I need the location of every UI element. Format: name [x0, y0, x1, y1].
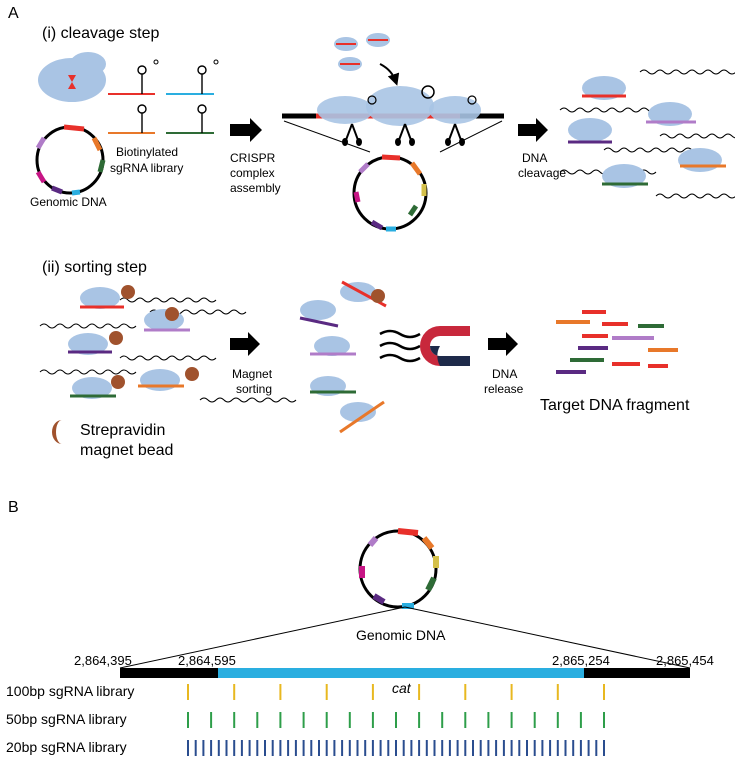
- coord-gene-start: 2,864,595: [178, 653, 236, 668]
- free-complexes: [334, 33, 400, 86]
- bead-label-1: Strepravidin: [80, 422, 165, 439]
- cleaved-dna-strand: [199, 397, 297, 403]
- library-label-1: Biotinylated: [116, 145, 178, 159]
- magnet-label-1: Magnet: [232, 367, 273, 381]
- assembly-label-1: CRISPR: [230, 151, 276, 165]
- arrow-magnet-sorting: [230, 332, 260, 356]
- panel-a-letter: A: [8, 5, 19, 22]
- assembly-label-3: assembly: [230, 181, 281, 195]
- cleaved-dna-strand: [655, 193, 735, 199]
- coord-end: 2,865,454: [656, 653, 714, 668]
- cleaved-dna-strand: [39, 323, 137, 329]
- ticks-50bp: [187, 712, 605, 728]
- gene-label: cat: [392, 680, 412, 696]
- cleavage-label-2: cleavage: [518, 166, 566, 180]
- cleaved-dna-strand: [119, 355, 217, 361]
- cleaved-dna-strand: [659, 133, 735, 139]
- crispr-complex-assembly: [282, 85, 504, 153]
- cleaved-dna-strand: [559, 107, 657, 113]
- library-label-100bp: 100bp sgRNA library: [6, 683, 134, 699]
- genomic-dna-plasmid: [35, 124, 106, 196]
- cleaved-dna-strand: [639, 69, 735, 75]
- panel-b-letter: B: [8, 499, 19, 516]
- genome-track: [120, 668, 690, 678]
- cleavage-step-title: (i) cleavage step: [42, 25, 159, 42]
- panel-b-plasmid: [119, 528, 691, 669]
- bead-legend-icon: [52, 420, 62, 444]
- arrow-cleavage: [518, 118, 548, 142]
- sorting-step-title: (ii) sorting step: [42, 259, 147, 276]
- target-plasmid: [352, 154, 428, 232]
- library-label-20bp: 20bp sgRNA library: [6, 739, 127, 755]
- ticks-20bp: [187, 740, 605, 756]
- cleaved-dna-strand: [119, 297, 217, 303]
- sgrna-library-icon: [108, 59, 219, 134]
- sorted-complexes: [299, 280, 421, 434]
- library-label-2: sgRNA library: [110, 161, 183, 175]
- cell-icon: [38, 52, 106, 102]
- cleaved-fragments: [39, 69, 735, 403]
- magnet-icon: [420, 326, 470, 366]
- cleaved-dna-strand: [603, 147, 701, 153]
- panel-b-genomic-label: Genomic DNA: [356, 627, 446, 643]
- arrow-assembly: [230, 118, 262, 142]
- target-fragment-label: Target DNA fragment: [540, 397, 690, 414]
- cleaved-dna-strand: [39, 369, 137, 375]
- bead-label-2: magnet bead: [80, 442, 173, 459]
- target-dna-fragments: [556, 310, 678, 374]
- assembly-label-2: complex: [230, 166, 275, 180]
- release-label-2: release: [484, 382, 524, 396]
- coord-gene-end: 2,865,254: [552, 653, 610, 668]
- coord-start: 2,864,395: [74, 653, 132, 668]
- release-label-1: DNA: [492, 367, 517, 381]
- ticks-100bp: [187, 684, 605, 700]
- library-label-50bp: 50bp sgRNA library: [6, 711, 127, 727]
- arrow-dna-release: [488, 332, 518, 356]
- magnet-label-2: sorting: [236, 382, 272, 396]
- bound-fragments-with-beads: [68, 285, 199, 399]
- genomic-dna-label: Genomic DNA: [30, 195, 107, 209]
- cleavage-label-1: DNA: [522, 151, 547, 165]
